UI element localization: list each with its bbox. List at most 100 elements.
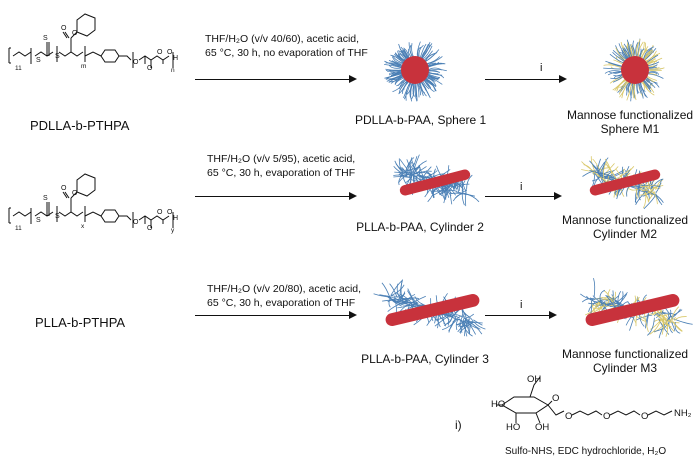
atom-ho-2: HO [506,422,521,433]
corona-chain [647,67,665,70]
corona-chain [425,77,437,87]
pdlla-pthpa-structure: S S S O O O O O O H 11 m n [8,13,178,74]
corona-chain [619,80,629,95]
corona-chain [665,309,672,322]
svg-text:x: x [81,223,85,230]
corona-chain [469,321,474,335]
corona-chain [671,320,683,332]
corona-chain [411,43,414,58]
cylinder-m3-label: Mannose functionalized Cylinder M3 [561,347,689,375]
bottom-polymer-name: PLLA-b-PTHPA [35,315,126,330]
corona-chain [646,57,663,66]
corona-chain [400,167,413,177]
svg-text:O: O [147,65,153,72]
corona-chain [635,41,639,58]
corona-chain [635,187,638,199]
corona-chain [452,315,462,323]
corona-chain [616,292,628,304]
corona-chain [644,78,656,89]
sphere-m1-label: Mannose functionalized Sphere M1 [566,108,694,136]
corona-chain [626,185,631,197]
corona-chain [665,317,677,322]
cylinder-3-label: PLLA-b-PAA, Cylinder 3 [361,352,489,366]
corona-chain [459,319,477,329]
corona-chain [661,317,665,335]
corona-chain [647,317,655,336]
svg-text:H: H [173,215,178,222]
corona-chain [427,72,445,79]
corona-chain [457,318,465,333]
corona-chain [452,193,463,202]
corona-chain [405,293,416,302]
corona-chain [406,82,412,95]
corona-chain [640,81,646,92]
corona-chain [592,172,606,176]
corona-chain [634,186,640,204]
corona-chain [420,41,431,59]
corona-chain [394,77,405,86]
step-i-arrow-1 [485,75,567,83]
corona-chain [422,45,433,60]
corona-chain [465,189,467,207]
corona-chain [466,174,473,190]
corona-chain [402,49,409,60]
corona-chain [665,321,669,337]
corona-chain [419,167,421,181]
corona-chain [636,82,639,95]
corona-chain [384,64,403,69]
corona-chain [642,184,656,187]
svg-text:S: S [36,217,41,224]
corona-chain [632,82,635,95]
corona-chain [638,41,645,58]
corona-chain [389,283,398,298]
cylinder-core [385,293,480,326]
corona-chain [670,306,679,323]
corona-chain [392,55,405,64]
corona-chain [628,188,641,191]
step-i-key-label: i) [455,418,462,432]
corona-chain [386,295,396,303]
corona-chain [393,296,410,304]
corona-chain [387,299,399,303]
corona-chain [627,82,633,98]
corona-chain [636,39,641,58]
corona-chain [581,169,597,172]
corona-chain [420,81,430,97]
corona-chain [674,322,681,334]
corona-chain [441,182,459,188]
svg-text:H: H [173,55,178,62]
reaction-3-arrow [195,311,357,319]
corona-chain [419,81,427,97]
atom-o-1: O [565,411,573,422]
corona-chain [585,302,601,316]
corona-chain [599,289,605,301]
corona-chain [613,293,628,308]
corona-chain [656,310,666,320]
corona-chain [390,63,403,68]
corona-chain [419,175,432,178]
corona-chain [398,158,404,172]
corona-chain [405,82,412,101]
reaction-2-conditions: THF/H₂O (v/v 5/95), acetic acid, 65 °C, … [207,153,356,179]
corona-chain [399,159,413,176]
corona-chain [638,41,644,58]
corona-chain [464,317,470,337]
corona-chain [407,48,412,58]
atom-oh-1: OH [527,374,542,385]
corona-chain [427,73,441,79]
corona-chain [603,67,623,70]
corona-chain [424,53,435,62]
corona-chain [630,44,634,58]
corona-chain [396,78,406,87]
cylinder-m2-particle [581,156,664,210]
atom-o-3: O [641,411,649,422]
corona-chain [423,170,438,179]
corona-chain [394,160,408,177]
corona-chain [385,68,403,71]
corona-chain [458,319,467,327]
corona-chain [427,70,440,73]
plla-pthpa-structure: S S S O O O O O O H 11 x y [8,173,178,234]
corona-chain [622,50,629,60]
corona-chain [464,192,480,203]
corona-chain [390,284,405,297]
